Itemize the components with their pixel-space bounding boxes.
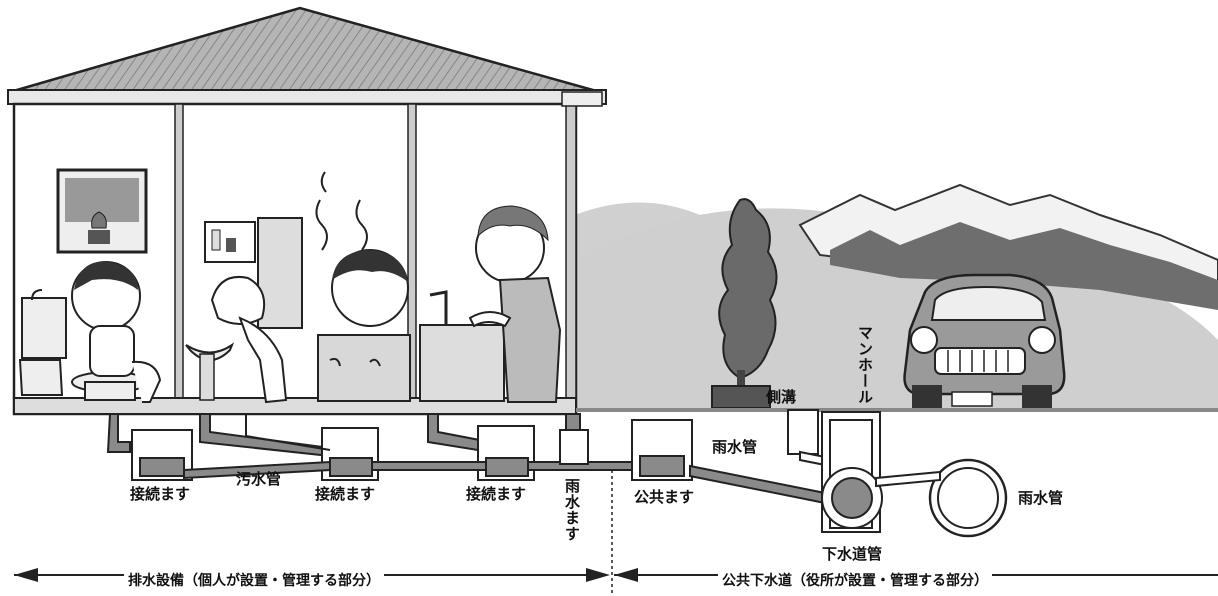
public-sewer — [631, 409, 1008, 538]
toilet-scene — [18, 261, 162, 403]
label-connection-box-3: 接続ます — [466, 485, 527, 503]
drain-pipes — [106, 413, 637, 481]
ground-line — [576, 408, 1218, 412]
label-connection-box-1: 接続ます — [130, 485, 191, 503]
label-sewer-main: 下水道管 — [822, 545, 883, 563]
label-manhole: マンホール — [856, 325, 874, 405]
roof — [9, 6, 601, 94]
footer-private-section: 排水設備（個人が設置・管理する部分） — [124, 574, 384, 588]
label-rainwater-pipe-1: 雨水管 — [712, 438, 758, 456]
washroom-scene — [185, 217, 303, 404]
mountain-shadow — [830, 222, 1218, 310]
label-sewage-pipe: 汚水管 — [236, 470, 282, 488]
label-public-box: 公共ます — [634, 488, 695, 506]
car — [903, 273, 1066, 410]
tree — [711, 198, 778, 409]
label-side-ditch: 側溝 — [766, 388, 797, 406]
label-rainwater-pipe-2: 雨水管 — [1018, 489, 1064, 507]
label-rainwater-box: 雨水ます — [563, 478, 581, 542]
house — [7, 6, 607, 416]
label-connection-box-2: 接続ます — [315, 485, 376, 503]
landscape — [575, 183, 1218, 412]
window — [56, 168, 148, 254]
footer-public-section: 公共下水道（役所が設置・管理する部分） — [718, 574, 992, 588]
bath-scene — [315, 171, 411, 402]
kitchen-scene — [419, 205, 562, 403]
